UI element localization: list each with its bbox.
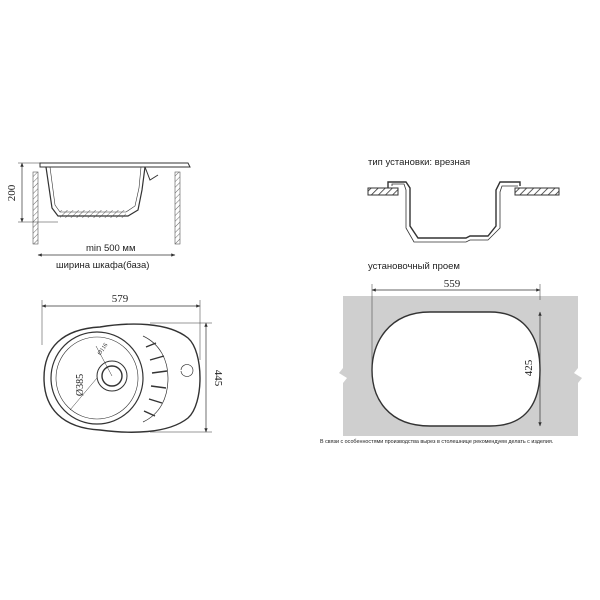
countertop-right bbox=[514, 187, 560, 196]
countertop-left bbox=[367, 187, 399, 196]
bowl-outer bbox=[50, 331, 144, 425]
min-width-label: min 500 мм bbox=[86, 243, 136, 254]
install-type-label: тип установки: врезная bbox=[368, 157, 470, 168]
tap-hole-mark bbox=[180, 364, 194, 377]
drain-diameter: Ø116 bbox=[97, 342, 109, 356]
cabinet-wall-left bbox=[32, 171, 39, 245]
side-height-dim: 200 bbox=[6, 184, 18, 201]
drainboard-ridges bbox=[143, 342, 168, 417]
cabinet-wall-right bbox=[174, 171, 181, 245]
cutout-shape bbox=[371, 311, 541, 427]
sink-bowl-profile bbox=[45, 166, 146, 217]
bowl-inner bbox=[55, 336, 139, 420]
cabinet-width-label: ширина шкафа(база) bbox=[56, 260, 149, 271]
side-view bbox=[18, 162, 191, 257]
top-view bbox=[41, 300, 212, 433]
sink-profile-outer bbox=[387, 181, 521, 239]
depth-dim: 445 bbox=[212, 370, 224, 387]
install-section bbox=[367, 181, 560, 243]
drain-outer bbox=[96, 360, 128, 392]
cutout-height-dim: 425 bbox=[523, 359, 535, 376]
cutout-footnote: В связи с особенностями производства выр… bbox=[320, 439, 553, 445]
drain-inner bbox=[101, 365, 123, 387]
sink-rim bbox=[39, 162, 191, 168]
cutout-label: установочный проем bbox=[368, 261, 460, 272]
bowl-diameter: Ø385 bbox=[75, 374, 86, 396]
sink-outline bbox=[43, 323, 201, 433]
cutout-width-dim: 559 bbox=[444, 278, 461, 290]
width-dim: 579 bbox=[112, 293, 129, 305]
cutout-drawing bbox=[339, 284, 582, 436]
